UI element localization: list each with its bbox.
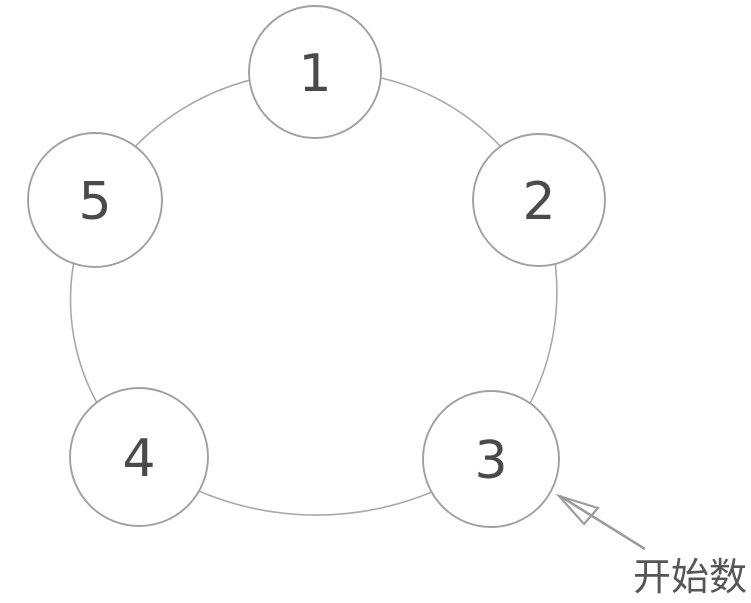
circle-shape-4 — [69, 387, 209, 527]
circle-shape-1 — [248, 5, 382, 139]
node-label-4: 4 — [122, 429, 155, 489]
node-circle-1: 1 — [248, 5, 382, 139]
node-label-3: 3 — [474, 431, 507, 491]
annotation-start-counting: 开始数 — [633, 555, 747, 599]
node-circle-2: 2 — [472, 133, 606, 267]
node-label-5: 5 — [78, 172, 111, 232]
circle-shape-5 — [27, 132, 163, 268]
arrow-shaft — [559, 494, 646, 551]
circle-shape-2 — [472, 133, 606, 267]
arrowhead-icon — [555, 493, 600, 526]
node-circle-4: 4 — [69, 387, 209, 527]
node-label-1: 1 — [298, 44, 331, 104]
node-circle-3: 3 — [422, 390, 560, 528]
node-label-2: 2 — [522, 172, 555, 232]
start-arrow — [555, 493, 646, 551]
circle-shape-3 — [422, 390, 560, 528]
node-circle-5: 5 — [27, 132, 163, 268]
